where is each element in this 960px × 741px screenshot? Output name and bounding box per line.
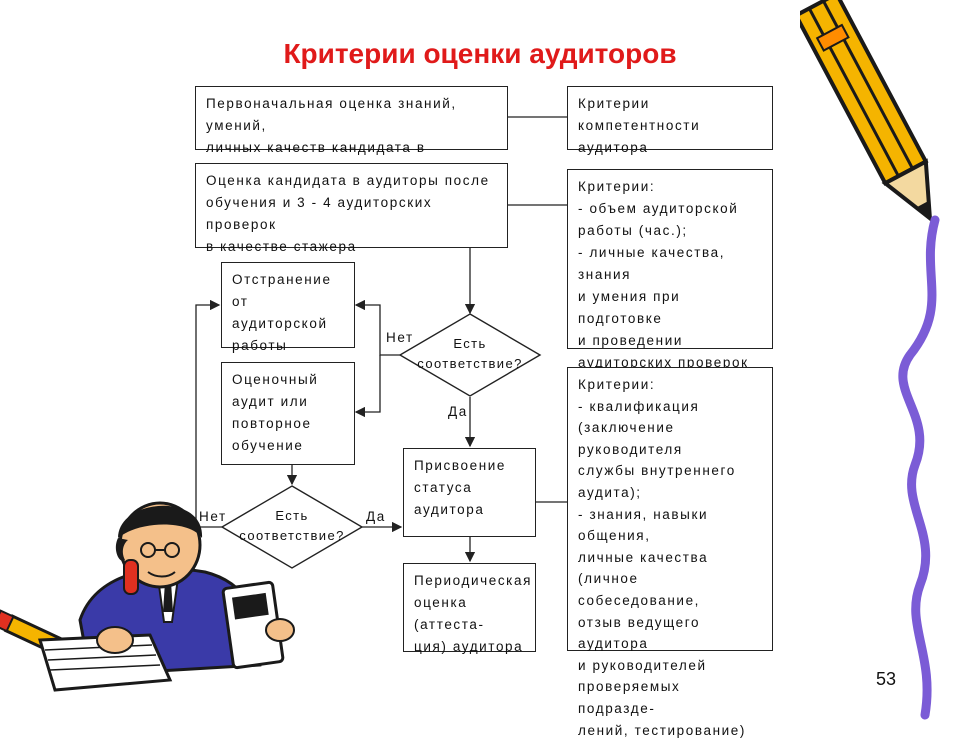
box-trainee-assessment: Оценка кандидата в аудиторы после обучен… bbox=[195, 163, 508, 254]
arrow-upper-no-evaluation bbox=[354, 355, 381, 418]
arrow-upper-no-removal bbox=[354, 299, 400, 356]
page-title: Критерии оценки аудиторов bbox=[283, 38, 677, 69]
squiggle-decoration bbox=[898, 215, 940, 720]
upper-decision-text: Есть соответствие? bbox=[417, 336, 523, 371]
box-criteria-competence: Критерии компетентности аудитора bbox=[567, 86, 773, 155]
lower-decision-diamond bbox=[220, 485, 364, 569]
lower-yes-label: Да bbox=[366, 509, 386, 524]
flow-connectors bbox=[195, 116, 567, 569]
page-number: 53 bbox=[875, 669, 896, 689]
box-initial-assessment: Первоначальная оценка знаний, умений, ли… bbox=[195, 86, 508, 177]
arrow-lower-no bbox=[195, 299, 222, 528]
upper-yes-label: Да bbox=[448, 404, 468, 419]
box-assign-status: Присвоение статуса аудитора bbox=[403, 448, 536, 537]
lower-no-label: Нет bbox=[199, 509, 227, 524]
box-removal: Отстранение от аудиторской работы bbox=[221, 262, 355, 353]
box-periodic-assessment: Периодическая оценка (аттеста- ция) ауди… bbox=[403, 563, 536, 654]
pencil-icon bbox=[800, 0, 933, 223]
box-criteria-qualification: Критерии: - квалификация (заключение рук… bbox=[567, 367, 773, 738]
box-criteria-volume: Критерии: - объем аудиторской работы (ча… bbox=[567, 169, 773, 370]
upper-no-label: Нет bbox=[386, 330, 414, 345]
auditor-cartoon bbox=[0, 501, 295, 692]
upper-decision-diamond bbox=[398, 313, 542, 397]
box-evaluation-audit: Оценочный аудит или повторное обучение bbox=[221, 362, 355, 465]
lower-decision-text: Есть соответствие? bbox=[239, 508, 345, 543]
